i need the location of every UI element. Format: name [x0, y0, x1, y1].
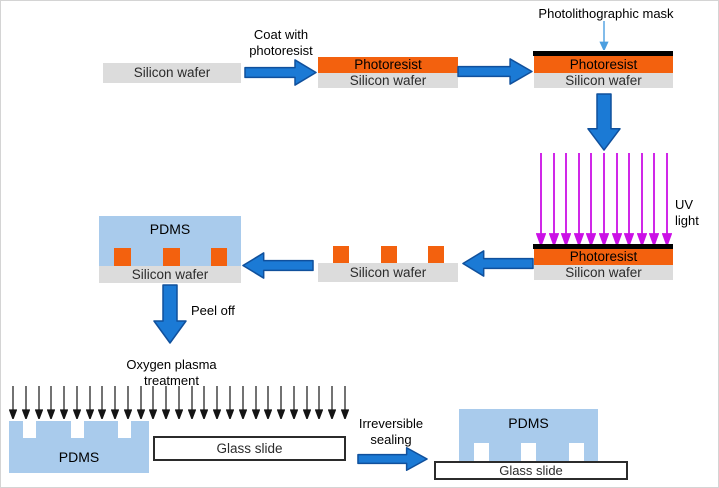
plasma-ray-icon: [22, 386, 30, 419]
plasma-ray-icon: [73, 386, 81, 419]
mold-island-3: [211, 248, 227, 266]
pdms-cast-label: PDMS: [149, 221, 191, 237]
silicon-wafer-2-label: Silicon wafer: [349, 72, 427, 88]
plasma-ray-icon: [175, 386, 183, 419]
sealed-channel-1: [474, 443, 489, 461]
photoresist-layer-4: Photoresist: [534, 249, 673, 265]
plasma-ray-icon: [239, 386, 247, 419]
plasma-ray-icon: [35, 386, 43, 419]
photolithographic-mask-bar-4: [533, 244, 673, 249]
glass-slide-1-label: Glass slide: [216, 441, 283, 456]
photoresist-4-label: Photoresist: [569, 249, 638, 265]
uv-ray-icon: [574, 153, 584, 245]
plasma-ray-icon: [277, 386, 285, 419]
mold-island-1: [114, 248, 131, 266]
plasma-ray-icon: [149, 386, 157, 419]
arrow-right-seal-icon: [357, 446, 429, 472]
uv-ray-icon: [561, 153, 571, 245]
arrow-right-coat-icon: [244, 58, 318, 87]
uv-ray-icon: [637, 153, 647, 245]
plasma-ray-icon: [226, 386, 234, 419]
silicon-wafer-3: Silicon wafer: [534, 73, 673, 88]
plasma-ray-icon: [328, 386, 336, 419]
arrow-right-mask-icon: [457, 57, 534, 86]
plasma-ray-icon: [264, 386, 272, 419]
uv-ray-icon: [549, 153, 559, 245]
silicon-wafer-2: Silicon wafer: [318, 73, 458, 88]
plasma-ray-icon: [188, 386, 196, 419]
photoresist-island-3: [428, 246, 444, 263]
plasma-ray-icon: [315, 386, 323, 419]
pdms-channel-1: [23, 421, 36, 438]
plasma-ray-icon: [9, 386, 17, 419]
pdms-peeled-block: PDMS: [9, 421, 149, 473]
uv-ray-icon: [599, 153, 609, 245]
pdms-sealed-block: PDMS: [459, 409, 598, 461]
irreversible-sealing-label: Irreversible sealing: [358, 416, 424, 447]
oxygen-plasma-label: Oxygen plasma treatment: [126, 357, 217, 388]
pdms-channel-2: [71, 421, 84, 438]
glass-slide-2: Glass slide: [434, 461, 628, 480]
uv-ray-icon: [586, 153, 596, 245]
plasma-ray-icon: [124, 386, 132, 419]
pdms-sealed-label: PDMS: [508, 415, 549, 431]
coat-with-photoresist-label: Coat with photoresist: [249, 27, 313, 58]
plasma-ray-icon: [111, 386, 119, 419]
plasma-ray-group: [9, 386, 349, 419]
uv-ray-icon: [662, 153, 672, 245]
mold-island-2: [163, 248, 180, 266]
arrow-left-develop-icon: [461, 249, 534, 278]
silicon-wafer-5: Silicon wafer: [318, 263, 458, 282]
photoresist-layer-2: Photoresist: [318, 57, 458, 73]
silicon-wafer-4: Silicon wafer: [534, 265, 673, 280]
plasma-ray-icon: [290, 386, 298, 419]
silicon-wafer-1: Silicon wafer: [103, 63, 241, 83]
pdms-peeled-label: PDMS: [58, 449, 100, 465]
sealed-channel-2: [521, 443, 536, 461]
plasma-ray-icon: [213, 386, 221, 419]
silicon-wafer-6-label: Silicon wafer: [131, 266, 209, 282]
photoresist-island-2: [381, 246, 397, 263]
uv-ray-icon: [536, 153, 546, 245]
plasma-ray-icon: [303, 386, 311, 419]
uv-ray-icon: [612, 153, 622, 245]
silicon-wafer-5-label: Silicon wafer: [349, 264, 427, 280]
photoresist-3-label: Photoresist: [569, 56, 638, 72]
arrow-down-expose-icon: [587, 93, 621, 151]
sealed-channel-3: [569, 443, 584, 461]
plasma-ray-icon: [60, 386, 68, 419]
photolithographic-mask-bar-3: [533, 51, 673, 56]
silicon-wafer-1-label: Silicon wafer: [133, 65, 211, 81]
photoresist-layer-3: Photoresist: [534, 56, 673, 73]
plasma-ray-icon: [252, 386, 260, 419]
plasma-ray-icon: [137, 386, 145, 419]
mask-pointer-arrow-icon: [599, 21, 609, 50]
arrow-left-cast-icon: [241, 251, 314, 280]
photoresist-island-1: [333, 246, 349, 263]
photoresist-2-label: Photoresist: [354, 57, 422, 73]
photolithographic-mask-label: Photolithographic mask: [538, 6, 674, 21]
glass-slide-2-label: Glass slide: [499, 463, 563, 478]
pdms-channel-3: [118, 421, 131, 438]
arrow-down-peel-icon: [153, 284, 187, 344]
uv-ray-icon: [649, 153, 659, 245]
plasma-ray-icon: [47, 386, 55, 419]
plasma-ray-icon: [341, 386, 349, 419]
uv-ray-icon: [624, 153, 634, 245]
uv-ray-group: [536, 153, 672, 245]
plasma-ray-icon: [98, 386, 106, 419]
uv-light-label: UV light: [675, 197, 699, 228]
plasma-ray-icon: [200, 386, 208, 419]
glass-slide-1: Glass slide: [153, 436, 346, 461]
peel-off-label: Peel off: [191, 303, 235, 318]
silicon-wafer-4-label: Silicon wafer: [565, 264, 642, 280]
silicon-wafer-6: Silicon wafer: [99, 266, 241, 283]
plasma-ray-icon: [86, 386, 94, 419]
silicon-wafer-3-label: Silicon wafer: [565, 72, 642, 88]
plasma-ray-icon: [162, 386, 170, 419]
